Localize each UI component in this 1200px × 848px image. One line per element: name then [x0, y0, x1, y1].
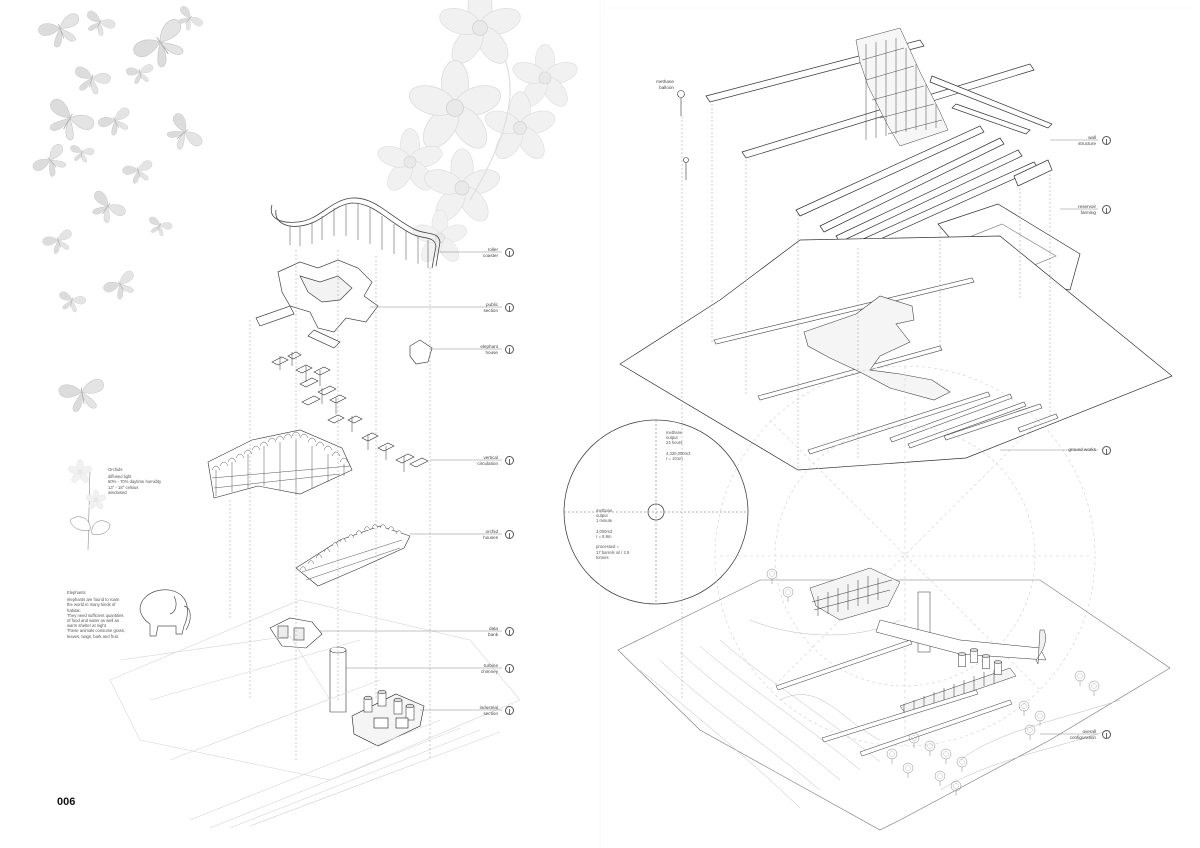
label-ground-works: ground works	[1068, 447, 1096, 452]
label-turbine-chimney: turbine chimney	[480, 663, 498, 674]
elephants-note: Elephants elephants are found to roam th…	[67, 590, 147, 639]
roller-coaster-drawing	[270, 197, 441, 269]
vertical-circulation-drawing	[271, 351, 429, 472]
label-elephant-house: elephant house	[480, 344, 498, 355]
label-marker-icon	[505, 530, 514, 539]
label-data-bank: data bank	[488, 626, 498, 637]
label-marker-icon	[505, 664, 514, 673]
label-marker-icon	[1102, 136, 1111, 145]
label-orchid-houses: orchid houses	[483, 529, 498, 540]
elephant-icon	[139, 589, 191, 637]
label-industrial-section: industrial section	[479, 705, 498, 716]
label-marker-icon	[1102, 730, 1111, 739]
label-marker-icon	[505, 456, 514, 465]
page-number: 006	[57, 796, 76, 808]
label-roller-coaster: roller coaster	[482, 247, 498, 258]
label-marker-icon	[505, 706, 514, 715]
methane-output-24h-note: methane output 24 hours 4,320,000m3 r = …	[666, 430, 691, 462]
label-marker-icon	[505, 303, 514, 312]
orchid-cloud	[375, 0, 580, 265]
site-ghost-lines	[109, 599, 521, 829]
ground-works-drawing	[619, 235, 1173, 471]
label-marker-icon	[505, 627, 514, 636]
label-marker-icon	[1102, 205, 1111, 214]
methane-output-1min-note: methane output 1 minute 3,000m3 r = 8.9m…	[596, 508, 630, 560]
label-methane-balloon: methane balloon	[656, 79, 674, 90]
orchids-note-title: Orchids	[108, 467, 123, 472]
label-vertical-circulation: vertical circulation	[477, 455, 498, 466]
wall-structure-drawing	[705, 27, 1053, 251]
projection-lines-right	[681, 100, 1051, 700]
label-marker-icon	[1102, 446, 1111, 455]
label-marker-icon	[505, 345, 514, 354]
orchid-houses-upper-drawing	[207, 429, 353, 499]
overall-configuration-drawing	[617, 567, 1171, 831]
methane-output-diagram	[563, 419, 749, 605]
label-overall-configuration: overall configuration	[1069, 729, 1096, 740]
orchids-note: Orchids diffused light 60% - 70% daytime…	[108, 467, 198, 495]
label-reservoir-farming: reservoir farming	[1078, 204, 1096, 215]
orchids-note-body: diffused light 60% - 70% daytime humidit…	[108, 474, 162, 495]
elephants-note-title: Elephants	[67, 590, 86, 595]
public-section-drawing	[255, 259, 433, 365]
label-public-section: public section	[483, 302, 498, 313]
label-wall-structure: wall structure	[1078, 135, 1096, 146]
methane-balloon-drawing	[677, 90, 689, 180]
orchid-houses-lower-drawing	[295, 524, 411, 587]
butterfly-icon	[30, 4, 205, 415]
elephants-note-body: elephants are found to roam the world in…	[67, 597, 125, 639]
industrial-section-drawing	[351, 689, 425, 747]
projection-lines	[229, 250, 431, 760]
orchid-flower-icon	[67, 459, 111, 551]
data-bank-drawing	[269, 617, 323, 649]
label-marker-icon	[505, 248, 514, 257]
